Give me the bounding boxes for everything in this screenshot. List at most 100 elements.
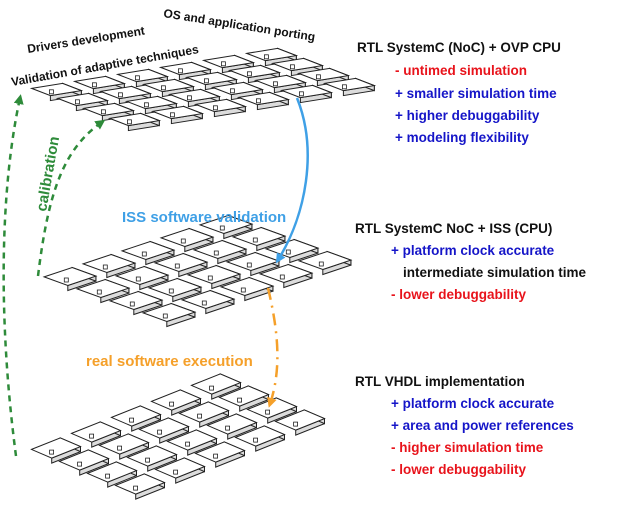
router-port: [169, 401, 175, 407]
noc-tile: [150, 389, 202, 416]
router-port: [213, 453, 219, 459]
router-port: [129, 301, 135, 307]
label-iss-software-validation: ISS software validation: [122, 209, 286, 226]
noc-tile: [180, 289, 236, 315]
tile-grid-ovp: [29, 47, 377, 132]
noc-tile: [198, 214, 254, 240]
router-port: [117, 445, 122, 451]
arrow-iss-to-vhdl: [266, 287, 279, 408]
router-port: [246, 71, 252, 77]
router-port: [197, 413, 203, 419]
router-port: [225, 425, 231, 431]
router-port: [177, 68, 183, 74]
noc-tile: [126, 445, 178, 472]
tile-grid-vhdl: [30, 373, 326, 500]
noc-tile: [227, 64, 282, 84]
noc-tile: [75, 278, 131, 304]
noc-tile: [98, 433, 150, 460]
router-port: [105, 473, 110, 479]
router-port: [102, 264, 108, 270]
level-item: + platform clock accurate: [391, 243, 555, 258]
noc-tile: [29, 82, 84, 102]
router-port: [253, 437, 259, 443]
noc-tile: [236, 91, 291, 111]
noc-tile: [147, 277, 203, 303]
noc-tile: [231, 226, 287, 252]
noc-tile: [110, 405, 162, 432]
router-port: [263, 54, 269, 60]
noc-tile: [274, 409, 326, 436]
router-port: [135, 276, 141, 282]
level-ovp-description: RTL SystemC (NoC) + OVP CPU - untimed si…: [357, 40, 561, 145]
router-port: [96, 289, 102, 295]
router-port: [168, 288, 174, 294]
noc-tile: [258, 263, 314, 289]
noc-tile: [153, 252, 209, 278]
router-port: [141, 251, 147, 257]
router-port: [293, 421, 299, 427]
router-port: [289, 64, 295, 70]
noc-tile: [166, 429, 218, 456]
router-port: [101, 109, 106, 115]
noc-tile: [81, 253, 137, 279]
noc-tile: [138, 417, 190, 444]
router-port: [229, 88, 235, 94]
label-real-software-execution: real software execution: [86, 353, 253, 370]
router-port: [143, 102, 149, 108]
level-item: + modeling flexibility: [395, 130, 529, 145]
level-title: RTL SystemC (NoC) + OVP CPU: [357, 40, 561, 55]
router-port: [133, 485, 139, 491]
router-port: [220, 61, 226, 67]
noc-tile: [206, 413, 258, 440]
noc-tile: [167, 88, 222, 108]
noc-tile: [218, 385, 270, 412]
noc-tile: [86, 461, 138, 488]
level-item: + area and power references: [391, 418, 574, 433]
noc-tile: [70, 421, 122, 448]
router-port: [203, 78, 209, 84]
level-item: - untimed simulation: [395, 63, 527, 78]
router-port: [237, 397, 243, 403]
noc-tile: [158, 61, 213, 81]
router-port: [174, 263, 180, 269]
level-item: + higher debuggability: [395, 108, 540, 123]
level-item: - higher simulation time: [391, 440, 544, 455]
router-port: [63, 277, 69, 283]
router-port: [160, 85, 166, 91]
noc-tile: [192, 239, 248, 265]
noc-tile: [124, 95, 179, 115]
noc-tile: [297, 250, 353, 276]
router-port: [118, 92, 123, 98]
noc-tile: [159, 227, 215, 253]
noc-tile: [120, 240, 176, 266]
router-port: [213, 250, 219, 256]
level-item: - lower debuggability: [391, 462, 526, 477]
router-port: [298, 91, 304, 97]
router-port: [134, 75, 140, 81]
noc-tile: [279, 84, 334, 104]
router-port: [49, 89, 54, 95]
noc-tile: [154, 457, 206, 484]
noc-tile: [246, 397, 298, 424]
noc-tile: [178, 401, 230, 428]
noc-tile: [190, 373, 242, 400]
level-item: + smaller simulation time: [395, 86, 557, 101]
router-port: [246, 262, 252, 268]
noc-tile: [150, 105, 205, 125]
router-port: [209, 385, 215, 391]
arrow-ovp-to-iss: [275, 97, 309, 264]
router-port: [185, 441, 191, 447]
noc-tile: [72, 75, 127, 95]
router-port: [272, 81, 278, 87]
noc-tile: [296, 67, 351, 87]
noc-tile: [107, 112, 162, 132]
level-item: + platform clock accurate: [391, 396, 555, 411]
router-port: [162, 313, 168, 319]
calibration-arrow-inner: [36, 119, 106, 277]
label-os-application-porting: OS and application porting: [163, 6, 317, 44]
noc-tile: [42, 266, 98, 292]
router-port: [279, 274, 285, 280]
router-port: [129, 417, 135, 423]
noc-tile: [193, 98, 248, 118]
noc-tile: [322, 77, 377, 97]
